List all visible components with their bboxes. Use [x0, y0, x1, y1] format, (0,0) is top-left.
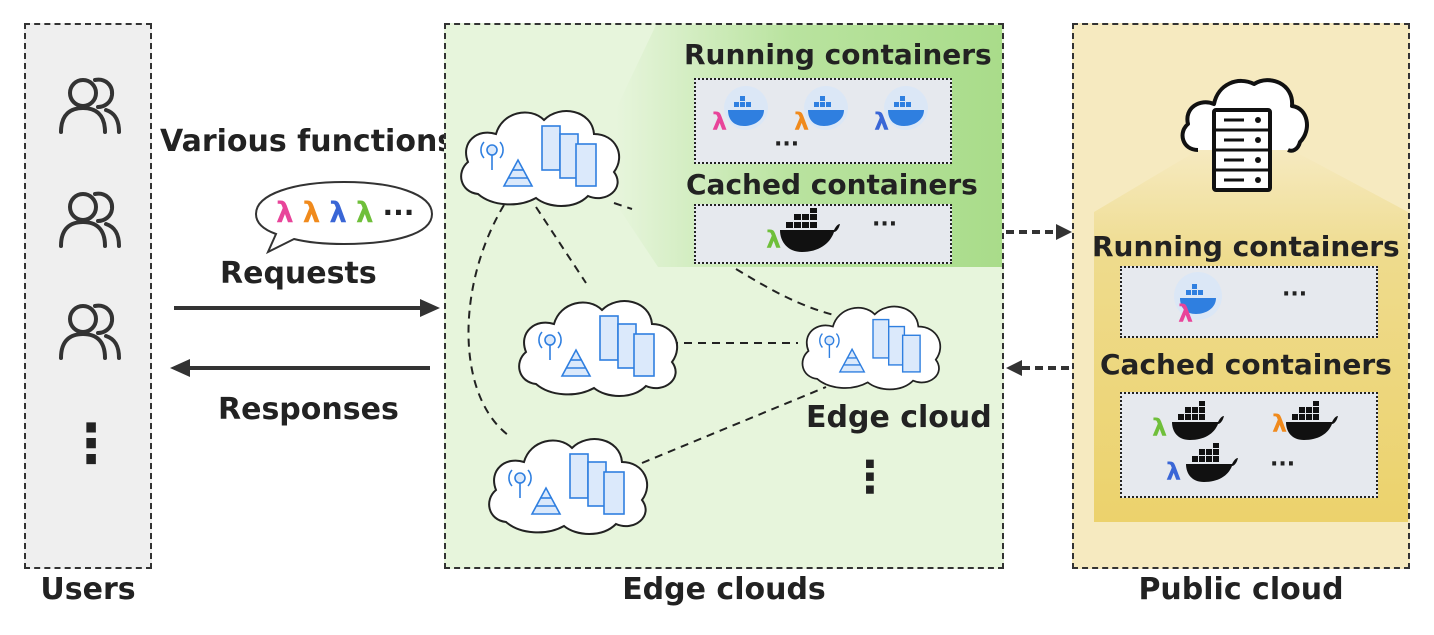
- public-cloud-caption: Public cloud: [1138, 572, 1344, 607]
- edge-running-lambda-2: λ: [794, 108, 810, 136]
- users-icon-2: [59, 191, 121, 248]
- edge-node-3: [488, 438, 649, 535]
- public-running-more: ···: [1282, 282, 1308, 307]
- edge-cached-more: ···: [872, 212, 898, 237]
- bubble-more: ···: [382, 196, 415, 229]
- public-cached-more: ···: [1270, 452, 1296, 477]
- edge-cached-lambda-1: λ: [766, 226, 782, 254]
- lambda-green: λ: [355, 196, 374, 229]
- response-arrow: [170, 359, 430, 377]
- lambda-blue: λ: [329, 196, 347, 229]
- requests-label: Requests: [220, 256, 377, 291]
- public-cached-lambda-1: λ: [1152, 414, 1168, 442]
- edge-running-lambda-3: λ: [874, 108, 890, 136]
- edge-more-dots: ⋮: [848, 452, 892, 503]
- public-to-edge-arrow: [1006, 360, 1072, 376]
- public-cached-lambda-2: λ: [1272, 410, 1288, 438]
- edge-cloud-node-label: Edge cloud: [806, 400, 992, 435]
- bubble-lambdas: λ λ λ λ ···: [276, 196, 414, 229]
- various-functions-label: Various functions: [160, 124, 456, 159]
- edge-node-1: [460, 110, 621, 207]
- edge-cached-docker-icon: [780, 208, 840, 252]
- users-icon-1: [59, 77, 121, 134]
- public-cached-docker-icons: [1172, 401, 1338, 482]
- public-running-docker-icon: [1174, 272, 1222, 320]
- edge-cached-title: Cached containers: [686, 168, 978, 201]
- public-cached-title: Cached containers: [1100, 348, 1392, 381]
- public-running-title: Running containers: [1092, 230, 1400, 263]
- public-running-box: [1120, 266, 1378, 338]
- edge-network-links: [467, 202, 835, 464]
- edge-node-4: [801, 305, 942, 391]
- edge-running-more: ···: [774, 132, 800, 157]
- lambda-pink: λ: [276, 196, 294, 229]
- lambda-orange: λ: [302, 196, 321, 229]
- edge-running-lambda-1: λ: [712, 108, 728, 136]
- responses-label: Responses: [218, 392, 399, 427]
- edge-running-containers: [724, 86, 928, 130]
- cloud-server-icon: [1180, 78, 1309, 192]
- public-running-lambda-1: λ: [1178, 300, 1194, 328]
- edge-node-2: [518, 300, 679, 397]
- users-caption: Users: [40, 572, 136, 607]
- users-panel: [24, 23, 152, 569]
- users-icon-3: [59, 303, 121, 360]
- edge-running-title: Running containers: [684, 38, 992, 71]
- speech-bubble: [254, 180, 434, 255]
- public-cached-box: [1120, 392, 1378, 498]
- public-cached-lambda-3: λ: [1166, 458, 1182, 486]
- users-more-dots: ⋮: [64, 412, 118, 475]
- edge-clouds-caption: Edge clouds: [622, 572, 826, 607]
- request-arrow: [174, 299, 440, 317]
- edge-to-public-arrow: [1006, 224, 1072, 240]
